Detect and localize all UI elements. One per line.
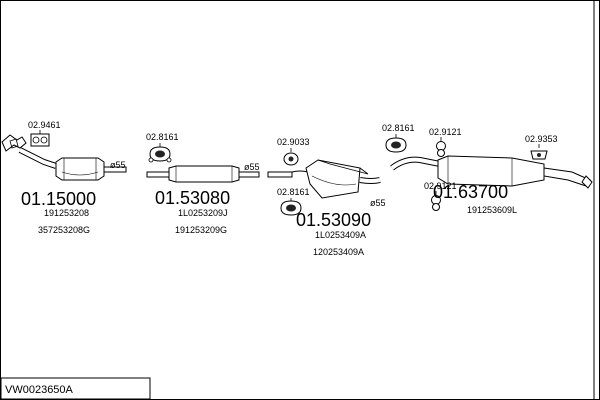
part-2-oem-1: 1L0253209J: [178, 208, 228, 218]
rubber-hanger-1-icon[interactable]: [148, 143, 172, 163]
diagram-code: VW0023650A: [5, 384, 74, 396]
center-silencer[interactable]: [267, 159, 381, 199]
hanger-4-ref: 02.8161: [382, 123, 415, 133]
rubber-hanger-7-icon[interactable]: [530, 144, 548, 160]
rubber-hanger-2-icon[interactable]: [283, 148, 299, 166]
gasket-front-icon[interactable]: [30, 130, 50, 147]
hanger-1-ref: 02.8161: [146, 132, 179, 142]
hanger-2-ref: 02.9033: [277, 137, 310, 147]
part-4-oem-1: 191253609L: [467, 205, 517, 215]
part-1-oem-1: 191253208: [44, 208, 89, 218]
hanger-6-ref: 02.9121: [424, 181, 457, 191]
part-3-number: 01.53090: [296, 210, 371, 230]
part-2-oem-2: 191253209G: [175, 225, 227, 235]
part-4-number: 01.63700: [433, 182, 508, 202]
clamp-3-label: ø55: [370, 198, 386, 208]
part-2-number: 01.53080: [155, 188, 230, 208]
part-1-oem-2: 357253208G: [38, 225, 90, 235]
hanger-3-ref: 02.8161: [277, 187, 310, 197]
clamp-1-label: ø55: [110, 160, 126, 170]
rubber-hanger-6-icon[interactable]: [431, 191, 441, 211]
rubber-hanger-4-icon[interactable]: [385, 134, 407, 153]
part-3-oem-1: 1L0253409A: [315, 230, 366, 240]
part-3-oem-2: 120253409A: [313, 247, 364, 257]
middle-silencer[interactable]: [146, 165, 260, 183]
rubber-hanger-3-icon[interactable]: [280, 198, 302, 216]
code-box: [0, 377, 151, 400]
hanger-5-ref: 02.9121: [429, 127, 462, 137]
part-1-number: 01.15000: [21, 189, 96, 209]
hanger-7-ref: 02.9353: [525, 134, 558, 144]
clamp-2-label: ø55: [244, 162, 260, 172]
gasket-front-ref: 02.9461: [28, 120, 61, 130]
front-pipe-with-catalyst[interactable]: [1, 134, 127, 181]
rear-silencer[interactable]: [390, 155, 593, 189]
rubber-hanger-5-icon[interactable]: [436, 137, 446, 157]
